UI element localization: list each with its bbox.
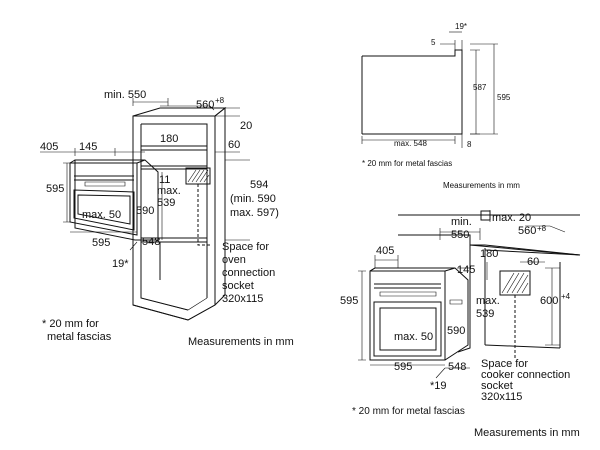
label-560-right-sup: +8 — [537, 224, 547, 233]
socket-area-right — [499, 270, 531, 360]
label-max-20: max. 20 — [492, 212, 531, 224]
label-max-539-b: 539 — [157, 197, 175, 209]
label-space-4: socket — [222, 280, 254, 292]
label-space-right-1: Space for — [481, 358, 528, 370]
label-594: 594 — [250, 179, 268, 191]
label-405: 405 — [40, 141, 58, 153]
label-19-top: 19* — [455, 22, 467, 31]
tall-cabinet — [132, 106, 227, 321]
left-diagram: min. 550 560 +8 20 180 60 405 145 595 11… — [40, 89, 294, 348]
label-595-vertical-right: 595 — [340, 295, 358, 307]
oven-right — [369, 267, 469, 361]
label-20: 20 — [240, 120, 252, 132]
left-labels: min. 550 560 +8 20 180 60 405 145 595 11… — [40, 89, 294, 348]
label-min-550-b: 550 — [451, 229, 469, 241]
label-19: 19* — [112, 258, 129, 270]
footnote-bottom-right: * 20 mm for metal fascias — [352, 406, 465, 417]
label-600-sup: +4 — [561, 292, 571, 301]
label-max-548: max. 548 — [394, 139, 427, 148]
label-180: 180 — [160, 133, 178, 145]
label-595-horizontal-right: 595 — [394, 361, 412, 373]
label-145: 145 — [79, 141, 97, 153]
label-595-vertical: 595 — [46, 183, 64, 195]
right-labels: min. 550 max. 20 560 +8 405 180 60 145 6… — [340, 210, 580, 439]
footnote-line-2: metal fascias — [47, 331, 112, 343]
label-max-539-a: max. — [157, 185, 181, 197]
label-max-539-b-right: 539 — [476, 308, 494, 320]
label-590: 590 — [136, 205, 154, 217]
label-19-right: *19 — [430, 380, 447, 392]
label-min-550-a: min. — [451, 216, 472, 228]
label-max-539-a-right: max. — [476, 295, 500, 307]
label-max-50: max. 50 — [82, 209, 121, 221]
label-560-right: 560 — [518, 225, 536, 237]
label-548: 548 — [142, 236, 160, 248]
measurements-note-top-right: Measurements in mm — [443, 181, 520, 190]
footnote-top-right: * 20 mm for metal fascias — [362, 159, 452, 168]
oven-left — [69, 159, 159, 241]
label-587: 587 — [473, 83, 487, 92]
label-560-sup: +8 — [215, 96, 225, 105]
label-max-597: max. 597) — [230, 207, 279, 219]
footnote-line-1: * 20 mm for — [42, 318, 99, 330]
left-dimension-lines — [40, 98, 250, 251]
label-8: 8 — [467, 140, 472, 149]
measurements-note-left: Measurements in mm — [188, 336, 294, 348]
label-590-right: 590 — [447, 325, 465, 337]
bottom-right-diagram: min. 550 max. 20 560 +8 405 180 60 145 6… — [340, 210, 581, 439]
max-20-box — [480, 210, 491, 221]
label-max-50-right: max. 50 — [394, 331, 433, 343]
label-60-right: 60 — [527, 256, 539, 268]
label-405-right: 405 — [376, 245, 394, 257]
label-min-550: min. 550 — [104, 89, 146, 101]
label-595-top: 595 — [497, 93, 511, 102]
label-space-right-4: 320x115 — [481, 391, 522, 403]
label-space-1: Space for — [222, 241, 269, 253]
label-548-right: 548 — [448, 361, 466, 373]
label-space-3: connection — [222, 267, 275, 279]
socket-area — [185, 167, 212, 246]
top-right-diagram: 19* 5 587 595 max. 548 8 * 20 mm for met… — [361, 22, 520, 190]
measurements-note-bottom-right: Measurements in mm — [474, 427, 580, 439]
label-5: 5 — [431, 38, 436, 47]
label-600: 600 — [540, 295, 558, 307]
label-min-590: (min. 590 — [230, 193, 276, 205]
label-space-right-2: cooker connection — [481, 369, 570, 381]
label-11: 11 — [159, 174, 170, 186]
label-560: 560 — [196, 99, 214, 111]
label-60: 60 — [228, 139, 240, 151]
label-180-right: 180 — [480, 248, 498, 260]
label-space-2: oven — [222, 254, 246, 266]
label-space-right-3: socket — [481, 380, 513, 392]
label-145-right: 145 — [457, 264, 475, 276]
label-space-5: 320x115 — [222, 293, 263, 305]
counter-cabinet — [398, 214, 581, 353]
label-595-horizontal: 595 — [92, 237, 110, 249]
